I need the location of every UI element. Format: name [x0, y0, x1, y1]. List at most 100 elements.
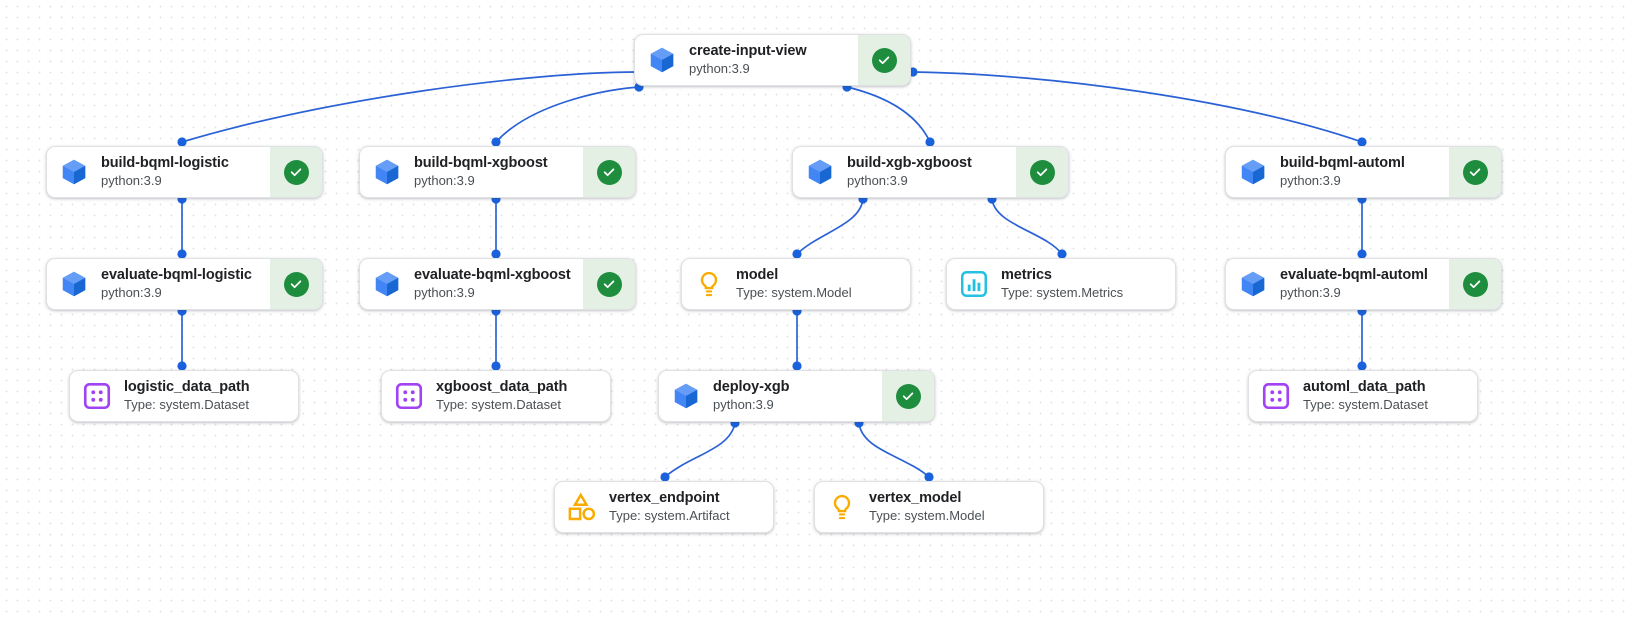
node-title: metrics: [1001, 266, 1052, 283]
node-status-badge: [583, 147, 635, 197]
node-title: evaluate-bqml-automl: [1280, 266, 1428, 283]
node-build-bqml-xgboost[interactable]: build-bqml-xgboost python:3.9: [359, 146, 636, 198]
node-create-input-view[interactable]: create-input-view python:3.9: [634, 34, 911, 86]
node-subtitle: python:3.9: [689, 61, 750, 77]
artifact-shapes-icon: [555, 482, 609, 532]
node-title: create-input-view: [689, 42, 807, 59]
node-text: create-input-view python:3.9: [689, 35, 858, 85]
node-title: evaluate-bqml-logistic: [101, 266, 252, 283]
cube-icon: [635, 35, 689, 85]
cube-icon: [47, 147, 101, 197]
node-status-badge: [1449, 147, 1501, 197]
status-success-icon: [871, 47, 897, 73]
node-subtitle: Type: system.Model: [736, 285, 852, 301]
status-success-icon: [1462, 159, 1488, 185]
node-status-badge: [270, 147, 322, 197]
edge-build-xgb-xgboost-to-metrics: [991, 198, 1063, 255]
dataset-icon: [382, 371, 436, 421]
node-title: xgboost_data_path: [436, 378, 568, 395]
dataset-icon: [70, 371, 124, 421]
edge-create-input-view-to-build-bqml-xgboost: [495, 86, 640, 143]
node-subtitle: python:3.9: [713, 397, 774, 413]
dataset-icon: [1249, 371, 1303, 421]
node-subtitle: python:3.9: [414, 285, 475, 301]
cube-icon: [360, 259, 414, 309]
edge-create-input-view-to-build-bqml-logistic: [181, 71, 640, 143]
node-subtitle: python:3.9: [101, 173, 162, 189]
node-title: build-bqml-xgboost: [414, 154, 548, 171]
edge-deploy-xgb-to-vertex_endpoint: [664, 422, 736, 478]
status-success-icon: [1029, 159, 1055, 185]
node-title: build-xgb-xgboost: [847, 154, 972, 171]
node-subtitle: python:3.9: [101, 285, 162, 301]
edge-create-input-view-to-build-bqml-automl: [912, 71, 1363, 143]
node-text: build-xgb-xgboost python:3.9: [847, 147, 1016, 197]
lightbulb-icon: [682, 259, 736, 309]
status-success-icon: [283, 271, 309, 297]
node-title: vertex_model: [869, 489, 962, 506]
edge-deploy-xgb-to-vertex_model: [858, 422, 930, 478]
node-subtitle: Type: system.Dataset: [436, 397, 561, 413]
cube-icon: [1226, 259, 1280, 309]
node-subtitle: python:3.9: [414, 173, 475, 189]
node-text: evaluate-bqml-logistic python:3.9: [101, 259, 270, 309]
node-subtitle: python:3.9: [847, 173, 908, 189]
node-text: evaluate-bqml-automl python:3.9: [1280, 259, 1449, 309]
node-status-badge: [270, 259, 322, 309]
node-status-badge: [1016, 147, 1068, 197]
node-title: automl_data_path: [1303, 378, 1426, 395]
node-subtitle: python:3.9: [1280, 285, 1341, 301]
node-title: evaluate-bqml-xgboost: [414, 266, 571, 283]
node-subtitle: Type: system.Artifact: [609, 508, 730, 524]
edge-create-input-view-to-build-xgb-xgboost: [846, 86, 931, 143]
node-title: logistic_data_path: [124, 378, 250, 395]
node-text: build-bqml-automl python:3.9: [1280, 147, 1449, 197]
node-evaluate-bqml-automl[interactable]: evaluate-bqml-automl python:3.9: [1225, 258, 1502, 310]
node-subtitle: Type: system.Dataset: [1303, 397, 1428, 413]
node-evaluate-bqml-logistic[interactable]: evaluate-bqml-logistic python:3.9: [46, 258, 323, 310]
cube-icon: [659, 371, 713, 421]
status-success-icon: [283, 159, 309, 185]
status-success-icon: [1462, 271, 1488, 297]
node-evaluate-bqml-xgboost[interactable]: evaluate-bqml-xgboost python:3.9: [359, 258, 636, 310]
node-subtitle: python:3.9: [1280, 173, 1341, 189]
node-status-badge: [882, 371, 934, 421]
node-status-badge: [583, 259, 635, 309]
status-success-icon: [895, 383, 921, 409]
node-status-badge: [1449, 259, 1501, 309]
node-title: deploy-xgb: [713, 378, 790, 395]
node-build-bqml-automl[interactable]: build-bqml-automl python:3.9: [1225, 146, 1502, 198]
node-build-xgb-xgboost[interactable]: build-xgb-xgboost python:3.9: [792, 146, 1069, 198]
cube-icon: [360, 147, 414, 197]
node-text: evaluate-bqml-xgboost python:3.9: [414, 259, 583, 309]
node-text: deploy-xgb python:3.9: [713, 371, 882, 421]
node-title: vertex_endpoint: [609, 489, 720, 506]
node-title: build-bqml-automl: [1280, 154, 1405, 171]
node-subtitle: Type: system.Model: [869, 508, 985, 524]
status-success-icon: [596, 271, 622, 297]
status-success-icon: [596, 159, 622, 185]
node-text: build-bqml-xgboost python:3.9: [414, 147, 583, 197]
cube-icon: [1226, 147, 1280, 197]
node-deploy-xgb[interactable]: deploy-xgb python:3.9: [658, 370, 935, 422]
lightbulb-icon: [815, 482, 869, 532]
node-subtitle: Type: system.Metrics: [1001, 285, 1124, 301]
node-title: model: [736, 266, 779, 283]
node-subtitle: Type: system.Dataset: [124, 397, 249, 413]
